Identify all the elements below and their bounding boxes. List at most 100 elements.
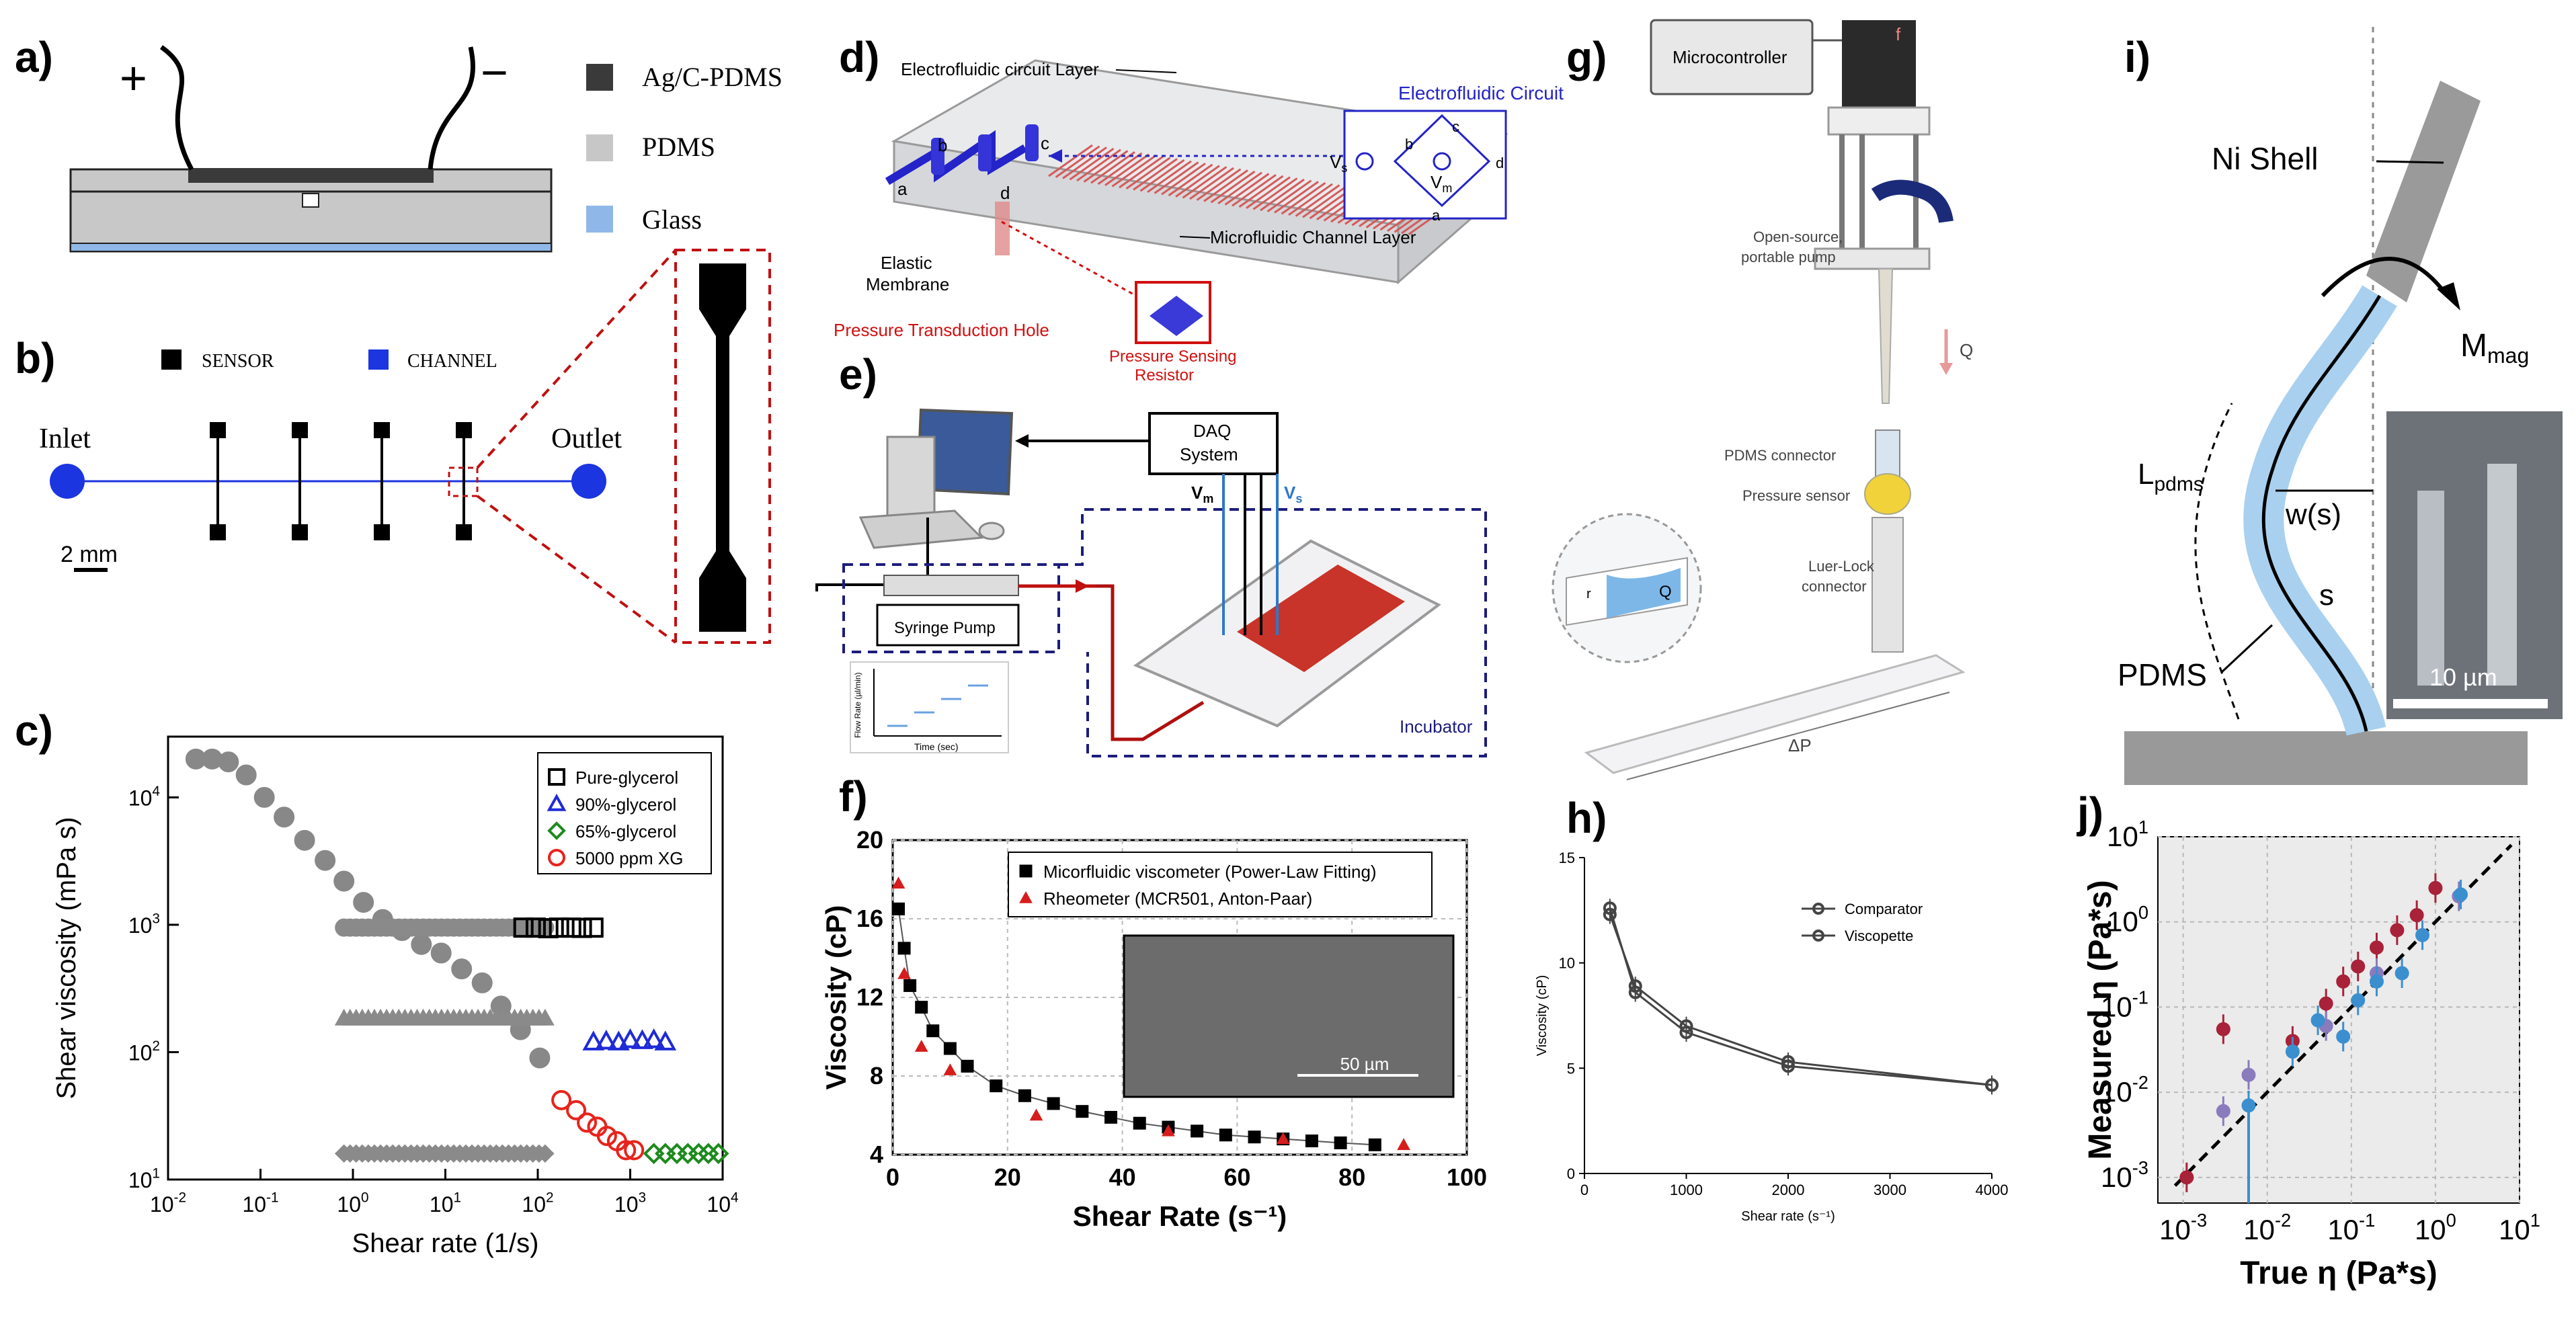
chart-j-point bbox=[2415, 927, 2430, 942]
chart-f-point bbox=[897, 942, 911, 955]
flow-q-arrowhead bbox=[1939, 363, 1953, 375]
force-label: f bbox=[1896, 24, 1901, 44]
chart-c-xtick-label: 102 bbox=[522, 1190, 553, 1216]
mmag-label: Mmag bbox=[2460, 328, 2529, 368]
pump-to-chip-tube bbox=[1096, 584, 1205, 741]
legend-label-agc: Ag/C-PDMS bbox=[642, 62, 782, 92]
chart-f-point bbox=[1162, 1124, 1175, 1137]
serpentine-segment bbox=[1097, 152, 1143, 185]
pdms-block bbox=[69, 168, 553, 253]
ni-shell-leader bbox=[2376, 160, 2444, 164]
port-b bbox=[978, 134, 992, 171]
chart-c-point bbox=[551, 1089, 572, 1110]
chart-j-point bbox=[2351, 959, 2366, 974]
serpentine-segment bbox=[1232, 173, 1277, 207]
chart-c-point bbox=[577, 1112, 598, 1133]
serpentine-segment bbox=[1252, 177, 1298, 210]
serpentine-segment bbox=[1139, 159, 1185, 192]
chart-j-point bbox=[2394, 966, 2409, 981]
meter-vm-icon bbox=[1433, 152, 1451, 171]
chart-f-ytick-label: 20 bbox=[856, 826, 883, 854]
serpentine-segment bbox=[1069, 147, 1115, 181]
node-b-label: b bbox=[938, 135, 947, 155]
chart-c-gray-circle bbox=[333, 870, 355, 892]
sem-scale-bar bbox=[2393, 699, 2548, 708]
chart-f-xtick-label: 20 bbox=[994, 1163, 1021, 1191]
outlet-label: Outlet bbox=[551, 423, 622, 454]
serpentine-segment bbox=[1076, 149, 1121, 182]
chart-j-point bbox=[2216, 1022, 2230, 1036]
chart-f-ylabel: Viscosity (cP) bbox=[820, 905, 852, 1090]
chart-f-point bbox=[1133, 1116, 1146, 1130]
chart-c-point bbox=[707, 1143, 729, 1165]
electro-layer-leader bbox=[1115, 69, 1177, 73]
chart-h-xtick-label: 3000 bbox=[1874, 1182, 1906, 1198]
chart-j-xtick-label: 101 bbox=[2499, 1210, 2540, 1245]
substrate-base bbox=[2124, 731, 2528, 785]
chart-c-point bbox=[538, 918, 559, 939]
syringe-icon bbox=[883, 575, 1019, 596]
lpdms-dashed-arrow bbox=[2194, 403, 2240, 720]
pressure-sensor bbox=[1864, 473, 1911, 515]
chart-f-point bbox=[1191, 1124, 1204, 1138]
pump-top-plate bbox=[1827, 106, 1931, 136]
serpentine-segment bbox=[1090, 151, 1135, 184]
panel-label-a: a) bbox=[15, 33, 53, 81]
vs-label: Vs bbox=[1330, 152, 1347, 175]
chart-h-legend-label: Comparator bbox=[1845, 901, 1923, 917]
chart-j-xtick-label: 100 bbox=[2415, 1210, 2456, 1245]
serpentine-segment bbox=[1125, 157, 1171, 190]
panel-label-b: b) bbox=[15, 334, 56, 382]
chart-f-sem-inset bbox=[1123, 934, 1455, 1098]
bridge-node-c: c bbox=[1452, 118, 1459, 135]
serpentine-segment bbox=[1175, 165, 1220, 198]
chart-f-point bbox=[1104, 1110, 1118, 1124]
serpentine-segment bbox=[1288, 183, 1333, 216]
chart-j-point bbox=[2369, 974, 2384, 989]
chart-f-point bbox=[943, 1042, 957, 1055]
chart-c-legend-marker bbox=[547, 821, 566, 840]
minus-sign: − bbox=[481, 46, 508, 99]
lpdms-label: Lpdms bbox=[2138, 458, 2204, 495]
chart-c-legend-label: 65%-glycerol bbox=[575, 821, 676, 841]
chart-f-xlabel: Shear Rate (s⁻¹) bbox=[1073, 1200, 1287, 1232]
chart-f-xtick-label: 0 bbox=[886, 1163, 899, 1191]
chart-f-xtick-label: 60 bbox=[1223, 1163, 1250, 1191]
node-a-label: a bbox=[897, 179, 908, 199]
bridge-node-d: d bbox=[1496, 155, 1504, 171]
chart-c-xtick-label: 10-1 bbox=[242, 1190, 278, 1216]
chart-h-xtick-label: 1000 bbox=[1670, 1182, 1703, 1198]
serpentine-segment bbox=[1210, 170, 1256, 204]
panel-label-c: c) bbox=[15, 706, 53, 755]
chart-j-point bbox=[2369, 940, 2384, 955]
legend-swatch-pdms bbox=[586, 134, 613, 161]
dp-line bbox=[1626, 692, 1950, 780]
source-vs-icon bbox=[1355, 152, 1374, 171]
chart-c-ytick-label: 101 bbox=[128, 1166, 160, 1192]
pump-label-1: Open-source, bbox=[1753, 229, 1843, 245]
chart-c-xtick-label: 104 bbox=[707, 1190, 738, 1216]
chart-c-gray-band-point bbox=[536, 1144, 555, 1163]
sem-pillar-2 bbox=[2487, 464, 2517, 686]
chart-f-point bbox=[1276, 1132, 1290, 1145]
chart-f-legend-box bbox=[1008, 852, 1433, 917]
chart-j-ytick-label: 100 bbox=[2107, 902, 2148, 938]
chart-f-xtick-label: 40 bbox=[1109, 1163, 1136, 1191]
chart-j-point bbox=[2319, 996, 2333, 1011]
chart-c-point bbox=[619, 1028, 641, 1048]
chart-c-point bbox=[561, 917, 581, 938]
chart-f-legend-label: Rheometer (MCR501, Anton-Paar) bbox=[1043, 889, 1312, 909]
chart-f-point bbox=[915, 1001, 928, 1014]
serpentine-segment bbox=[1161, 162, 1206, 196]
bridge-node-b: b bbox=[1405, 136, 1413, 153]
serpentine-segment bbox=[1168, 163, 1213, 197]
chart-h-legend-marker bbox=[1812, 903, 1824, 915]
inlet-label: Inlet bbox=[39, 423, 91, 454]
chart-c-gray-circle bbox=[218, 751, 239, 773]
chart-h-ylabel: Viscosity (cP) bbox=[1535, 975, 1549, 1057]
zoom-line-bottom bbox=[476, 495, 677, 644]
